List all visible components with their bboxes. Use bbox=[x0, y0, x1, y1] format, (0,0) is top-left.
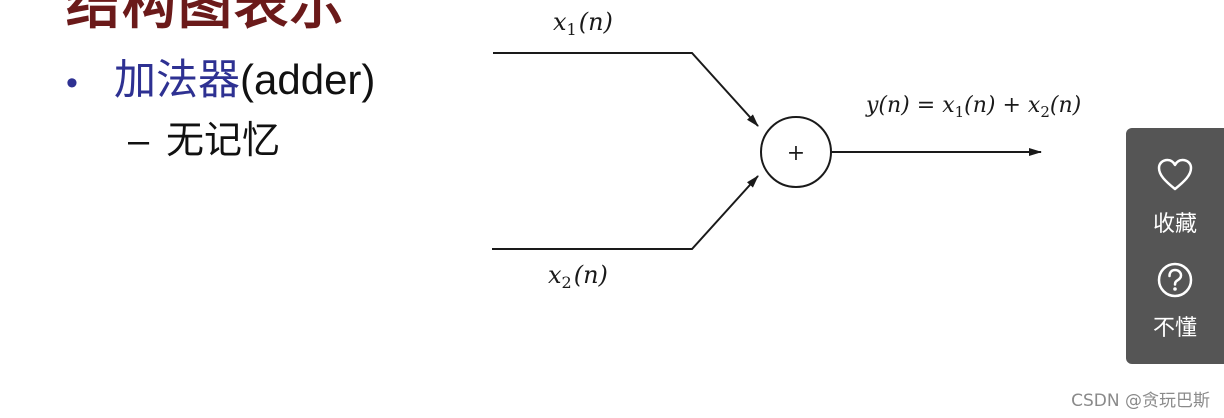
bullet-english: (adder) bbox=[240, 56, 376, 103]
bullet-marker: • bbox=[66, 64, 78, 102]
input2-arg: (n) bbox=[574, 261, 608, 289]
help-button[interactable]: 不懂 bbox=[1126, 244, 1224, 344]
output-term2-var: x bbox=[1028, 93, 1041, 118]
slide-heading: 结构图表示 bbox=[66, 0, 346, 36]
bullet-item-adder: • 加法器(adder) bbox=[66, 50, 375, 113]
csdn-watermark: CSDN @贪玩巴斯 bbox=[1071, 391, 1210, 411]
input1-arg: (n) bbox=[579, 8, 613, 36]
output-term1-var: x bbox=[942, 93, 955, 118]
input2-sub: 2 bbox=[562, 273, 572, 292]
help-label: 不懂 bbox=[1152, 316, 1197, 341]
question-circle-icon bbox=[1157, 262, 1193, 298]
output-term1-sub: 1 bbox=[955, 103, 965, 121]
sub-bullet-marker: – bbox=[128, 120, 150, 162]
favorite-label: 收藏 bbox=[1152, 212, 1197, 237]
floating-action-panel: 收藏 不懂 bbox=[1126, 128, 1224, 364]
output-plus: + bbox=[996, 93, 1028, 118]
sub-bullet-memoryless: –无记忆 bbox=[128, 113, 280, 169]
output-lhs: y(n) = bbox=[865, 93, 942, 118]
input2-label: x2(n) bbox=[548, 261, 608, 292]
favorite-button[interactable]: 收藏 bbox=[1126, 140, 1224, 240]
output-term2-sub: 2 bbox=[1040, 103, 1050, 121]
input2-var: x bbox=[548, 261, 562, 289]
sub-bullet-text: 无记忆 bbox=[166, 120, 281, 162]
output-term2-arg: (n) bbox=[1050, 93, 1081, 118]
heart-icon bbox=[1157, 158, 1193, 191]
input1-label: x1(n) bbox=[553, 8, 613, 39]
output-term1-arg: (n) bbox=[964, 93, 995, 118]
output-equation-label: y(n) = x1(n) + x2(n) bbox=[865, 93, 1081, 121]
input2-signal-line bbox=[492, 175, 759, 250]
input1-signal-line bbox=[493, 52, 759, 127]
input1-sub: 1 bbox=[567, 20, 577, 39]
input1-var: x bbox=[553, 8, 567, 36]
bullet-term: 加法器 bbox=[114, 56, 241, 103]
adder-plus-symbol: + bbox=[787, 141, 805, 166]
